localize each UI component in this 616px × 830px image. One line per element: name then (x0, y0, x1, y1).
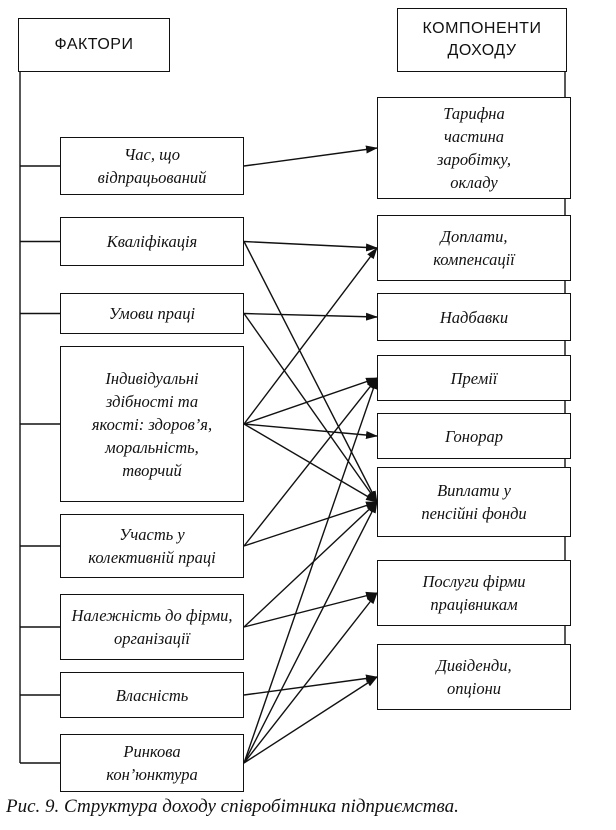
arrow-f8-to-c6 (243, 501, 378, 764)
component-box-pension-payments: Виплати у пенсійні фонди (377, 467, 571, 537)
component-box-surcharges: Доплати, компенсації (377, 215, 571, 281)
arrow-f5-to-c4 (243, 377, 378, 547)
arrow-f4-to-c2 (243, 247, 378, 425)
factor-label: Ринкова кон’юнктура (106, 742, 198, 784)
component-label: Гонорар (445, 426, 503, 446)
components-header: КОМПОНЕНТИ ДОХОДУ (397, 8, 567, 72)
component-box-tariff-part: Тарифна частина заробітку, окладу (377, 97, 571, 199)
arrow-f2-to-c2 (243, 240, 378, 252)
component-box-bonuses: Премії (377, 355, 571, 401)
component-label: Дивіденди, опціони (436, 656, 512, 698)
factor-box-market-conditions: Ринкова кон’юнктура (60, 734, 244, 792)
factors-header: ФАКТОРИ (18, 18, 170, 72)
arrow-f3-to-c3 (243, 312, 378, 321)
component-label: Тарифна частина заробітку, окладу (436, 104, 512, 192)
arrow-f8-to-c8 (243, 676, 378, 764)
component-box-fee: Гонорар (377, 413, 571, 459)
factor-label: Індивідуальні здібності та якості: здоро… (91, 368, 213, 480)
arrow-f5-to-c6 (243, 501, 378, 547)
component-label: Послуги фірми працівникам (422, 572, 526, 614)
arrow-f4-to-c5 (243, 423, 378, 439)
component-label: Премії (450, 368, 498, 388)
arrow-f8-to-c4 (243, 377, 378, 764)
component-box-allowances: Надбавки (377, 293, 571, 341)
arrow-f3-to-c6 (243, 313, 378, 503)
component-label: Надбавки (439, 307, 509, 327)
factor-label: Належність до фірми, організації (71, 606, 233, 648)
components-header-label: КОМПОНЕНТИ ДОХОДУ (422, 20, 542, 59)
arrow-f6-to-c7 (243, 591, 378, 628)
arrow-f1-to-c1 (243, 145, 378, 167)
factor-label: Власність (115, 685, 189, 705)
factor-label: Час, що відпрацьований (97, 145, 207, 187)
factor-label: Участь у колективній праці (88, 525, 216, 567)
factor-box-qualification: Кваліфікація (60, 217, 244, 266)
factor-label: Кваліфікація (106, 232, 198, 251)
component-label: Доплати, компенсації (433, 227, 515, 269)
factor-box-firm-membership: Належність до фірми, організації (60, 594, 244, 660)
arrow-f7-to-c8 (243, 674, 378, 696)
component-box-dividends: Дивіденди, опціони (377, 644, 571, 710)
factor-box-individual-abilities: Індивідуальні здібності та якості: здоро… (60, 346, 244, 502)
factor-box-collective-work: Участь у колективній праці (60, 514, 244, 578)
component-box-firm-services: Послуги фірми працівникам (377, 560, 571, 626)
figure-caption: Рис. 9. Структура доходу співробітника п… (6, 796, 459, 817)
link-arrows (243, 145, 378, 764)
factors-header-label: ФАКТОРИ (54, 36, 134, 53)
arrow-f2-to-c6 (243, 241, 378, 503)
arrow-f6-to-c6 (243, 501, 378, 628)
factor-box-time-worked: Час, що відпрацьований (60, 137, 244, 195)
arrow-f8-to-c7 (243, 592, 378, 764)
factor-box-ownership: Власність (60, 672, 244, 718)
factor-box-working-conditions: Умови праці (60, 293, 244, 334)
component-label: Виплати у пенсійні фонди (421, 481, 527, 523)
factor-label: Умови праці (108, 304, 196, 323)
arrow-f4-to-c4 (243, 377, 378, 425)
